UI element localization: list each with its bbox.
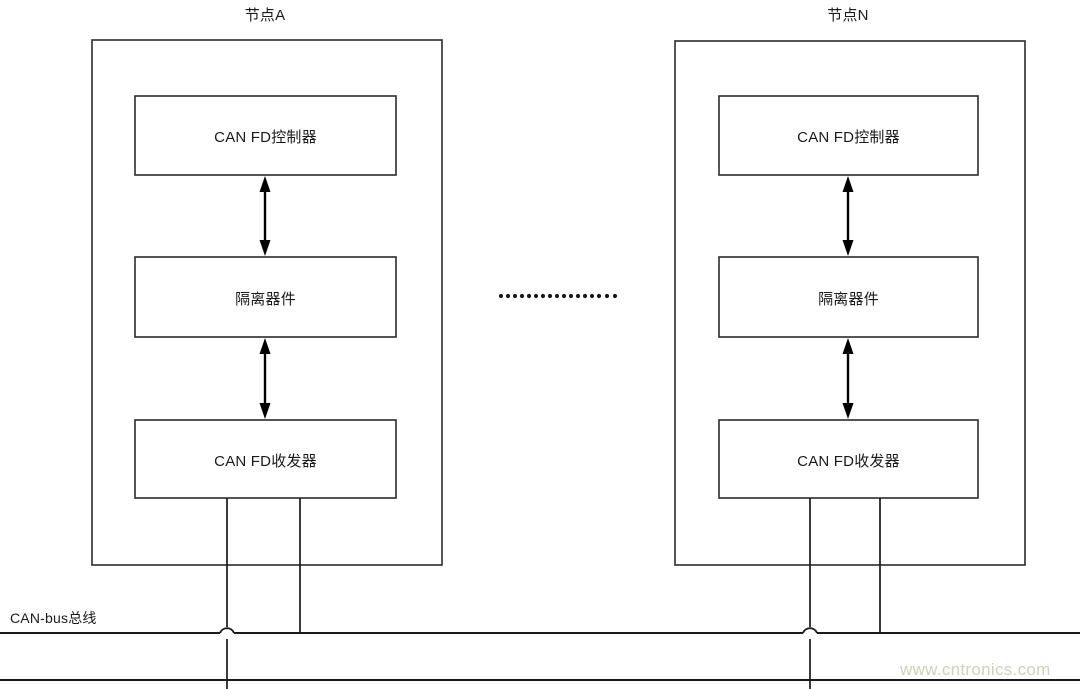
node-n-block-transceiver-label: CAN FD收发器 [797, 453, 900, 470]
node-n-arrow-isolator-transceiver [842, 338, 854, 419]
node-n-title: 节点N [827, 7, 869, 24]
node-n-block-isolator[interactable] [718, 256, 979, 338]
node-a-block-transceiver-label: CAN FD收发器 [214, 453, 317, 470]
node-n-outer-boundary [674, 40, 1026, 566]
node-n-arrow-controller-isolator [842, 176, 854, 256]
node-a-title: 节点A [244, 7, 286, 24]
node-a-block-isolator[interactable] [134, 256, 397, 338]
node-n-block-controller-label: CAN FD控制器 [797, 129, 900, 146]
node-a-block-controller-label: CAN FD控制器 [214, 129, 317, 146]
node-n-block-transceiver[interactable] [718, 419, 979, 499]
node-a-block-isolator-label: 隔离器件 [235, 291, 296, 308]
node-a-arrow-isolator-transceiver [259, 338, 271, 419]
bus-line-label: CAN-bus总线 [10, 610, 97, 626]
node-n-block-isolator-label: 隔离器件 [818, 291, 879, 308]
site-watermark: www.cntronics.com [900, 660, 1051, 679]
ellipsis-connector-icon [498, 293, 618, 299]
node-a-group [91, 39, 443, 689]
node-n-group [674, 40, 1026, 689]
node-a-block-transceiver[interactable] [134, 419, 397, 499]
node-a-outer-boundary [91, 39, 443, 566]
node-a-block-controller[interactable] [134, 95, 397, 176]
bus-line-high [0, 627, 1080, 634]
node-a-arrow-controller-isolator [259, 176, 271, 256]
node-n-block-controller[interactable] [718, 95, 979, 176]
